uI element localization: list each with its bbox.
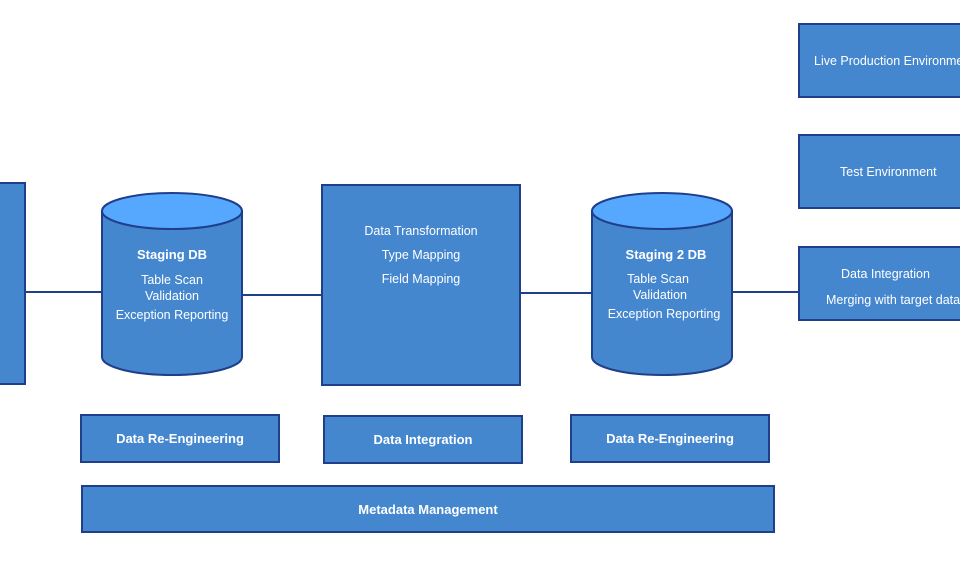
connector-staging-to-transformation	[241, 294, 323, 296]
test-environment-box: Test Environment	[798, 134, 960, 209]
staging2-db-line-2: Validation	[633, 288, 687, 302]
staging-db-cylinder: Staging DB Table Scan Validation Excepti…	[101, 192, 243, 378]
staging2-db-line-1: Table Scan	[627, 272, 689, 286]
staging2-db-line-3: Exception Reporting	[607, 307, 721, 321]
staging2-db-title: Staging 2 DB	[625, 247, 707, 262]
cylinder-shape	[591, 192, 733, 376]
transformation-line-1: Data Transformation	[364, 224, 478, 238]
data-integration-box: Data Integration	[323, 415, 523, 464]
staging-db-line-3: Exception Reporting	[115, 308, 229, 322]
staging-db-title: Staging DB	[136, 247, 208, 262]
data-integration-target-box: Data Integration Merging with target dat…	[798, 246, 960, 321]
transformation-box: Data Transformation Type Mapping Field M…	[321, 184, 521, 386]
data-re-engineering-box-1: Data Re-Engineering	[80, 414, 280, 463]
metadata-management-bar: Metadata Management	[81, 485, 775, 533]
staging2-db-cylinder: Staging 2 DB Table Scan Validation Excep…	[591, 192, 733, 378]
transformation-line-2: Type Mapping	[381, 248, 461, 262]
data-integration-target-line-1: Data Integration	[841, 267, 930, 281]
staging-db-line-1: Table Scan	[141, 273, 203, 287]
cylinder-shape	[101, 192, 243, 376]
connector-transformation-to-staging2	[520, 292, 594, 294]
connector-staging2-to-integration	[731, 291, 801, 293]
connector-source-to-staging	[25, 291, 103, 293]
source-box	[0, 182, 26, 385]
transformation-line-3: Field Mapping	[381, 272, 461, 286]
data-re-engineering-box-2: Data Re-Engineering	[570, 414, 770, 463]
data-integration-target-line-2: Merging with target data	[826, 293, 960, 307]
live-production-box: Live Production Environment	[798, 23, 960, 98]
test-environment-label: Test Environment	[840, 165, 937, 179]
live-production-label: Live Production Environment	[814, 54, 960, 68]
staging-db-line-2: Validation	[145, 289, 199, 303]
